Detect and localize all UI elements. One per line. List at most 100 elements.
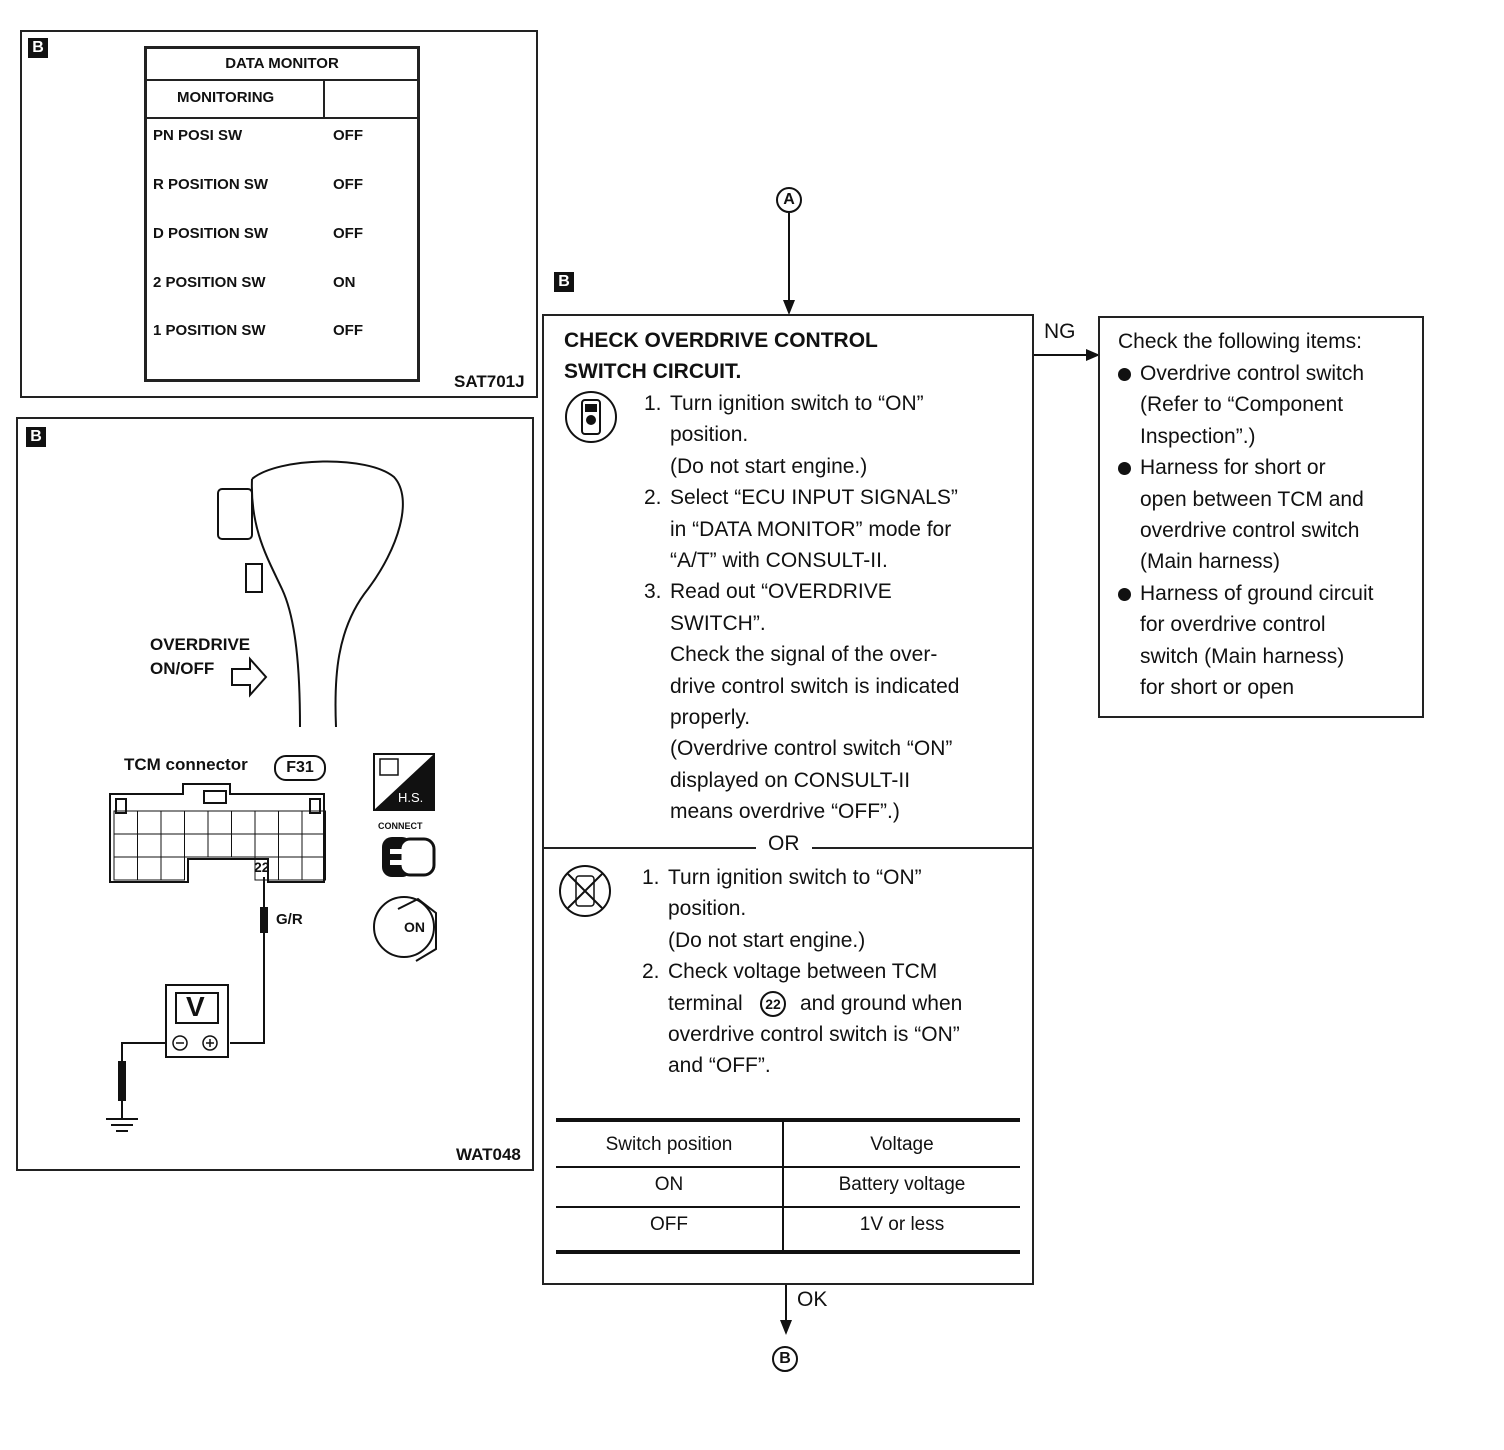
- monitor-item-label: 2 POSITION SW: [153, 274, 266, 291]
- step-text-line: and “OFF”.: [668, 1054, 771, 1078]
- step-text-line: (Do not start engine.): [670, 454, 868, 478]
- ng-item-line: Overdrive control switch: [1140, 362, 1365, 385]
- connector-pin-cell: [207, 810, 232, 835]
- connector-pin-cell: [254, 810, 279, 835]
- consult-tester-icon: [564, 390, 618, 444]
- ng-label: NG: [1044, 320, 1076, 343]
- bullet-icon: [1118, 462, 1131, 476]
- tcm-connector-label: TCM connector: [124, 755, 248, 774]
- connector-pin-cell: [231, 833, 256, 858]
- key-on-label: ON: [404, 919, 425, 935]
- table-cell: ON: [654, 1174, 684, 1195]
- shift-knob-illustration: [217, 460, 404, 728]
- monitor-item-value: OFF: [333, 225, 363, 242]
- connector-pin-cell: [137, 810, 162, 835]
- check-step-box: CHECK OVERDRIVE CONTROL SWITCH CIRCUIT. …: [542, 314, 1034, 1285]
- step-text-line: Read out “OVERDRIVE: [670, 580, 892, 604]
- terminal-number: 22: [254, 859, 270, 875]
- connector-id-badge: F31: [274, 755, 326, 781]
- check-title: CHECK OVERDRIVE CONTROL SWITCH CIRCUIT.: [564, 329, 878, 384]
- connector-pin-cell: [160, 810, 185, 835]
- ng-item-line: (Main harness): [1140, 550, 1281, 574]
- connector-icon: [382, 837, 436, 877]
- step-text-line: overdrive control switch is “ON”: [668, 1023, 960, 1046]
- step-text-line: Select “ECU INPUT SIGNALS”: [670, 486, 958, 510]
- no-tools-icon: [558, 864, 612, 918]
- harness-service-icon: [373, 753, 435, 811]
- ng-item-line: Inspection”.): [1140, 424, 1256, 448]
- or-label: OR: [756, 832, 812, 856]
- connector-pin-cell: [301, 810, 326, 835]
- monitor-item-value: OFF: [333, 322, 363, 339]
- connector-pin-cell: [278, 833, 303, 858]
- table-header-cell: Switch position: [605, 1134, 733, 1155]
- flow-node-b: B: [772, 1346, 798, 1372]
- voltmeter-icon: [165, 984, 229, 1058]
- step-text-line: Turn ignition switch to “ON”: [668, 866, 922, 889]
- section-b-marker: B: [26, 427, 46, 447]
- table-cell: OFF: [650, 1214, 688, 1235]
- step-text-line: and ground when: [800, 991, 963, 1015]
- connector-pin-cell: [184, 833, 209, 858]
- figure-id: SAT701J: [454, 372, 525, 391]
- ng-item-line: overdrive control switch: [1140, 518, 1360, 542]
- monitor-item-label: PN POSI SW: [153, 127, 243, 144]
- ng-item-line: (Refer to “Component: [1140, 393, 1344, 417]
- ground-icon: [106, 1101, 138, 1132]
- step-text-line: Check the signal of the over-: [670, 643, 938, 667]
- ng-check-items-box: Check the following items: Overdrive con…: [1098, 316, 1424, 718]
- step-text-line: (Do not start engine.): [668, 928, 866, 952]
- wiring-figure: B: [16, 417, 534, 1171]
- connect-label: CONNECT: [378, 821, 423, 831]
- bullet-icon: [1118, 368, 1131, 381]
- connector-pin-cell: [207, 833, 232, 858]
- step-number: 1.: [642, 866, 660, 889]
- hs-label: H.S.: [398, 790, 424, 805]
- connector-pin-cell: [160, 833, 185, 858]
- step-text-line: terminal: [668, 991, 743, 1015]
- step-number: 2.: [644, 486, 662, 510]
- connector-pin-cell: [231, 810, 256, 835]
- connector-pin-cell: [278, 810, 303, 835]
- connector-pin-cell: [137, 833, 162, 858]
- ok-label: OK: [797, 1288, 828, 1311]
- ignition-key-icon: [373, 896, 437, 962]
- step-text-line: properly.: [670, 706, 751, 729]
- step-text-line: position.: [668, 897, 747, 921]
- table-cell: 1V or less: [859, 1214, 945, 1235]
- ng-heading: Check the following items:: [1118, 330, 1362, 353]
- tcm-connector-illustration: [109, 783, 325, 883]
- connector-pin-cell: [278, 856, 303, 881]
- connector-pin-cell: [301, 856, 326, 881]
- step-text-line: means overdrive “OFF”.): [670, 800, 900, 824]
- connector-pin-cell: [137, 856, 162, 881]
- wiring-diagram: [106, 460, 437, 1132]
- wire-color-label: G/R: [276, 911, 303, 928]
- step-number: 3.: [644, 580, 662, 604]
- step-text-line: (Overdrive control switch “ON”: [670, 737, 953, 761]
- connector-pin-cell: [113, 833, 138, 858]
- monitoring-header: MONITORING: [177, 89, 275, 106]
- table-header-cell: Voltage: [870, 1134, 934, 1155]
- step-text-line: Turn ignition switch to “ON”: [670, 392, 924, 415]
- connector-pin-cell: [160, 856, 185, 881]
- overdrive-arrow-icon: [231, 656, 268, 698]
- connector-pin-cell: [113, 856, 138, 881]
- step-text-line: in “DATA MONITOR” mode for: [670, 517, 952, 541]
- ng-item-line: for short or open: [1140, 675, 1295, 699]
- step-text-line: SWITCH”.: [670, 611, 766, 635]
- figure-id: WAT048: [456, 1145, 521, 1164]
- connector-pin-cell: [301, 833, 326, 858]
- section-b-marker: B: [554, 272, 574, 292]
- connector-pin-cell: [184, 810, 209, 835]
- step-text-line: displayed on CONSULT-II: [670, 768, 911, 792]
- monitor-item-label: D POSITION SW: [153, 225, 269, 242]
- step-text-line: “A/T” with CONSULT-II.: [670, 549, 888, 572]
- ng-item-line: Harness for short or: [1140, 456, 1326, 480]
- overdrive-label: OVERDRIVE ON/OFF: [150, 635, 251, 678]
- connector-pin-cell: [113, 810, 138, 835]
- table-cell: Battery voltage: [838, 1174, 966, 1195]
- flow-node-a: A: [776, 187, 802, 213]
